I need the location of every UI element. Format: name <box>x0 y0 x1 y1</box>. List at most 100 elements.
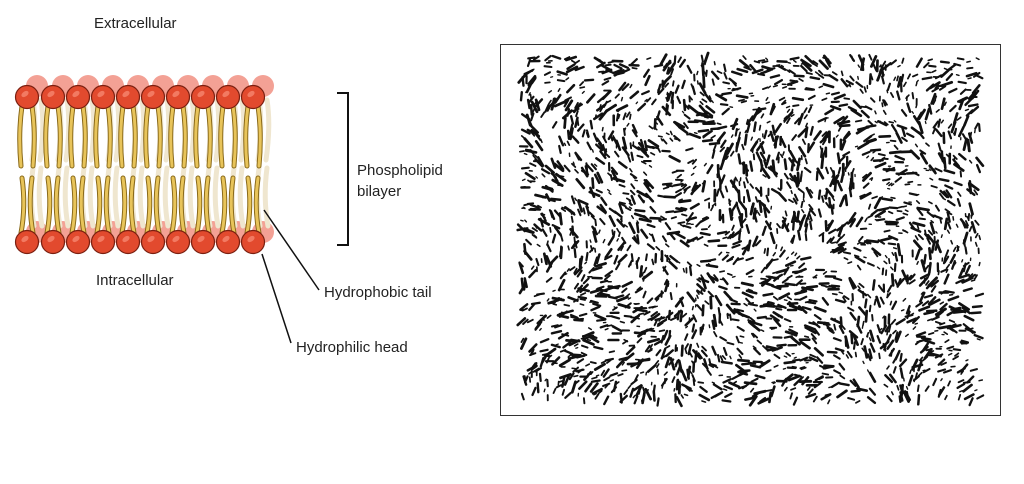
field-arrow <box>563 206 575 215</box>
field-arrow <box>519 150 525 153</box>
field-arrow <box>849 218 856 228</box>
field-arrow <box>869 148 882 152</box>
field-arrow <box>593 345 604 351</box>
field-arrow <box>966 66 974 70</box>
field-arrow <box>666 230 681 236</box>
field-arrow <box>932 99 937 105</box>
field-arrow <box>755 151 762 162</box>
field-arrow <box>796 176 799 182</box>
head-highlight <box>172 235 180 243</box>
field-arrow <box>968 225 973 232</box>
field-arrow <box>861 150 871 156</box>
field-arrow <box>874 161 887 169</box>
field-arrow <box>857 141 870 150</box>
field-arrow <box>968 132 974 144</box>
phospholipid-head <box>190 229 216 255</box>
field-arrow <box>911 315 920 324</box>
field-arrow <box>847 106 858 112</box>
field-arrow <box>697 352 703 360</box>
field-arrow <box>589 361 597 365</box>
field-arrow <box>877 239 886 245</box>
field-arrow <box>858 282 865 289</box>
field-arrow <box>784 282 796 287</box>
field-arrow <box>866 369 870 373</box>
field-arrow <box>540 138 543 144</box>
field-arrow <box>567 353 572 358</box>
field-arrow <box>922 369 926 372</box>
field-arrow <box>897 205 904 209</box>
field-arrow <box>923 233 930 239</box>
field-arrow <box>917 131 925 140</box>
field-arrow <box>855 400 861 404</box>
field-arrow <box>786 296 793 301</box>
field-arrow <box>920 151 926 155</box>
field-arrow <box>655 349 662 357</box>
field-arrow <box>820 284 828 288</box>
field-arrow <box>962 323 971 330</box>
field-arrow <box>710 127 721 131</box>
field-arrow <box>760 113 765 119</box>
field-arrow <box>871 195 878 200</box>
field-arrow <box>765 101 770 105</box>
field-arrow <box>759 164 764 173</box>
field-arrow <box>587 327 593 331</box>
tail <box>204 176 211 235</box>
field-arrow <box>738 230 742 241</box>
field-arrow <box>943 255 950 264</box>
field-arrow <box>894 154 906 161</box>
tail <box>54 176 61 235</box>
field-arrow <box>899 352 903 362</box>
field-arrow <box>934 204 940 212</box>
field-arrow <box>978 379 984 382</box>
field-arrow <box>739 335 745 338</box>
field-arrow <box>588 335 600 344</box>
field-arrow <box>824 220 828 232</box>
field-arrow <box>710 134 716 139</box>
field-arrow <box>783 355 788 358</box>
field-arrow <box>835 236 843 244</box>
field-arrow <box>898 358 908 368</box>
field-arrow <box>720 139 727 149</box>
field-arrow <box>856 264 862 271</box>
field-arrow <box>911 110 914 114</box>
field-arrow <box>963 393 975 401</box>
field-arrow <box>731 309 741 315</box>
field-arrow <box>573 298 579 303</box>
field-arrow <box>563 116 567 130</box>
field-arrow <box>651 98 657 106</box>
field-arrow <box>529 162 537 167</box>
head-highlight <box>197 235 205 243</box>
field-arrow <box>523 249 533 261</box>
field-arrow <box>917 121 924 135</box>
field-arrow <box>786 274 793 280</box>
field-arrow <box>872 63 878 72</box>
field-arrow <box>570 215 574 223</box>
field-arrow <box>738 131 742 138</box>
field-arrow <box>871 247 882 257</box>
field-arrow <box>601 64 613 72</box>
field-arrow <box>677 359 683 373</box>
tail <box>219 104 225 168</box>
field-arrow <box>615 113 620 122</box>
field-arrow <box>548 99 552 105</box>
field-arrow <box>788 328 799 335</box>
field-arrow <box>747 320 756 328</box>
field-arrow <box>871 279 876 291</box>
field-arrow <box>830 327 834 332</box>
field-arrow <box>621 287 628 294</box>
field-arrow <box>739 341 743 344</box>
field-arrow <box>657 87 665 95</box>
field-arrow <box>849 311 857 321</box>
field-arrow <box>696 283 706 292</box>
field-arrow <box>601 80 610 86</box>
field-arrow <box>728 207 733 221</box>
field-arrow <box>869 342 876 353</box>
field-arrow <box>783 378 790 382</box>
field-arrow <box>544 378 547 382</box>
field-arrow <box>701 180 707 193</box>
field-arrow <box>819 135 829 144</box>
field-arrow <box>701 304 705 317</box>
field-arrow <box>863 256 867 259</box>
field-arrow <box>540 168 551 175</box>
field-arrow <box>818 59 829 70</box>
